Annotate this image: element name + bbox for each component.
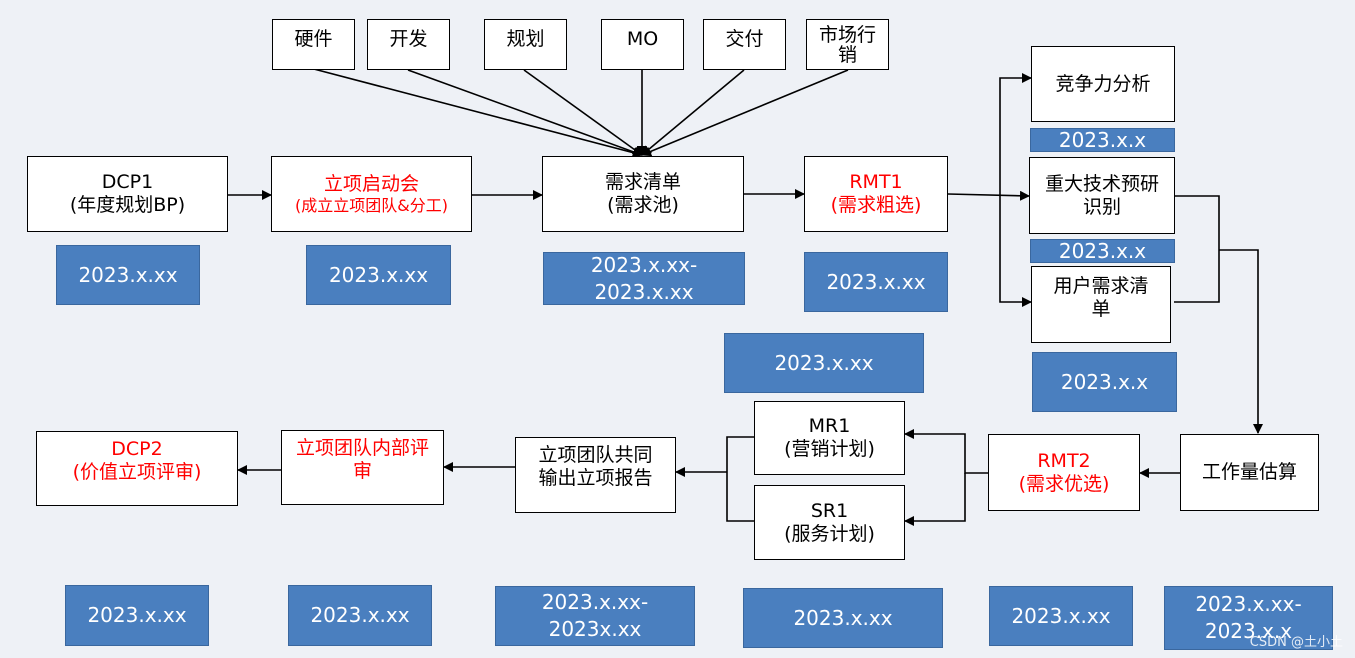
- input-delivery-label: 交付: [725, 28, 764, 50]
- date-mr-bottom-text: 2023.x.xx: [793, 605, 893, 630]
- edge-tech-workload: [1174, 195, 1220, 303]
- edge-to-workload: [1219, 249, 1263, 434]
- date-internal-review: 2023.x.xx: [288, 585, 432, 646]
- date-mr-sr-text: 2023.x.xx: [774, 350, 874, 375]
- node-internal-review: 立项团队内部评 审: [281, 430, 444, 505]
- node-dcp2: DCP2 (价值立项评审): [36, 431, 238, 506]
- edge-rmt1-user: [999, 195, 1032, 307]
- watermark: CSDN @土小土: [1249, 635, 1343, 650]
- node-sr1-title: SR1: [810, 499, 849, 522]
- input-marketing-line1: 市场行: [818, 24, 876, 46]
- node-mr1-title: MR1: [808, 415, 851, 438]
- date-report: 2023.x.xx- 2023x.xx: [495, 586, 695, 646]
- node-rmt1-title: RMT1: [849, 171, 903, 194]
- edge-mr-sr-bracket: [726, 436, 754, 522]
- node-req-list-subtitle: (需求池): [607, 194, 679, 216]
- node-tech-research: 重大技术预研 识别: [1029, 157, 1175, 234]
- node-mr1: MR1 (营销计划): [754, 401, 905, 475]
- node-kickoff-title: 立项启动会: [323, 173, 419, 195]
- edge-marketing: [641, 69, 849, 157]
- input-planning: 规划: [484, 19, 567, 70]
- node-tech-research-line2: 识别: [1082, 195, 1121, 218]
- node-competitive-label: 竞争力分析: [1055, 72, 1151, 95]
- date-req-list: 2023.x.xx- 2023.x.xx: [543, 252, 745, 305]
- input-planning-label: 规划: [506, 28, 545, 50]
- date-rmt2: 2023.x.xx: [989, 586, 1133, 646]
- date-dcp1: 2023.x.xx: [56, 245, 200, 305]
- date-mr-sr: 2023.x.xx: [724, 333, 924, 393]
- node-workload-label: 工作量估算: [1201, 461, 1297, 484]
- node-user-req-line2: 单: [1091, 297, 1111, 320]
- date-report-start: 2023.x.xx-: [541, 590, 649, 614]
- date-rmt2-text: 2023.x.xx: [1011, 603, 1111, 628]
- edge-hardware: [309, 67, 643, 158]
- date-internal-review-text: 2023.x.xx: [310, 603, 410, 627]
- node-user-req-line1: 用户需求清: [1053, 275, 1149, 297]
- node-user-req: 用户需求清 单: [1031, 266, 1171, 343]
- node-sr1-subtitle: (服务计划): [784, 522, 875, 545]
- date-kickoff-text: 2023.x.xx: [328, 262, 429, 287]
- date-rmt1-text: 2023.x.xx: [826, 269, 926, 294]
- node-rmt2-subtitle: (需求优选): [1018, 472, 1110, 495]
- input-mo: MO: [601, 19, 684, 70]
- date-user-req: 2023.x.x: [1032, 352, 1177, 412]
- input-marketing: 市场行 销: [806, 19, 889, 70]
- node-dcp2-title: DCP2: [111, 438, 163, 460]
- date-report-end: 2023x.xx: [548, 617, 642, 641]
- input-hardware: 硬件: [272, 19, 355, 70]
- node-report-line2: 输出立项报告: [538, 466, 653, 489]
- edge-delivery: [641, 69, 745, 156]
- node-rmt1-subtitle: (需求粗选): [830, 194, 922, 216]
- node-dcp1-subtitle: (年度规划BP): [69, 194, 186, 216]
- node-rmt2-title: RMT2: [1037, 449, 1091, 472]
- input-development-label: 开发: [389, 28, 428, 50]
- date-workload: 2023.x.xx- 2023.x.x: [1164, 586, 1333, 650]
- node-dcp1-title: DCP1: [101, 171, 154, 194]
- node-report: 立项团队共同 输出立项报告: [515, 437, 676, 513]
- node-dcp2-subtitle: (价值立项评审): [72, 460, 202, 483]
- node-tech-research-line1: 重大技术预研: [1044, 172, 1159, 195]
- edge-rmt1-tech: [947, 190, 1030, 201]
- input-hardware-label: 硬件: [294, 28, 333, 50]
- date-tech-research-text: 2023.x.x: [1058, 238, 1147, 263]
- date-req-list-start: 2023.x.xx-: [590, 252, 698, 277]
- date-req-list-end: 2023.x.xx: [594, 279, 694, 304]
- date-tech-research: 2023.x.x: [1030, 239, 1175, 263]
- node-req-list: 需求清单 (需求池): [542, 156, 744, 232]
- date-competitive: 2023.x.x: [1030, 128, 1175, 152]
- date-workload-start: 2023.x.xx-: [1195, 592, 1302, 616]
- input-marketing-line2: 销: [837, 43, 857, 66]
- edge-rmt1-competitive: [999, 73, 1032, 195]
- node-rmt1: RMT1 (需求粗选): [804, 156, 948, 232]
- input-mo-label: MO: [626, 28, 659, 50]
- date-workload-end: 2023.x.x: [1204, 619, 1293, 643]
- node-mr1-subtitle: (营销计划): [784, 438, 875, 460]
- node-req-list-title: 需求清单: [604, 171, 681, 194]
- date-rmt1: 2023.x.xx: [804, 252, 948, 312]
- node-dcp1: DCP1 (年度规划BP): [27, 156, 228, 232]
- edge-development: [407, 69, 643, 157]
- node-report-line1: 立项团队共同: [538, 444, 653, 466]
- input-development: 开发: [367, 19, 450, 70]
- node-kickoff-subtitle: (成立立项团队&分工): [295, 195, 448, 215]
- date-mr-bottom: 2023.x.xx: [743, 588, 943, 648]
- node-workload: 工作量估算: [1180, 434, 1319, 511]
- node-sr1: SR1 (服务计划): [754, 485, 905, 560]
- edge-rmt2-mr1: [904, 429, 988, 474]
- date-kickoff: 2023.x.xx: [306, 245, 451, 305]
- node-rmt2: RMT2 (需求优选): [988, 434, 1140, 511]
- edge-rmt2-sr1: [904, 473, 966, 526]
- node-internal-review-line2: 审: [352, 459, 372, 482]
- input-delivery: 交付: [703, 19, 786, 70]
- date-dcp1-text: 2023.x.xx: [78, 262, 178, 287]
- node-internal-review-line1: 立项团队内部评: [295, 437, 429, 459]
- node-competitive: 竞争力分析: [1031, 46, 1175, 122]
- date-competitive-text: 2023.x.x: [1058, 127, 1147, 152]
- date-dcp2: 2023.x.xx: [65, 585, 209, 646]
- date-dcp2-text: 2023.x.xx: [87, 603, 187, 627]
- node-kickoff: 立项启动会 (成立立项团队&分工): [271, 156, 472, 232]
- edge-planning: [523, 69, 643, 156]
- date-user-req-text: 2023.x.x: [1060, 369, 1149, 394]
